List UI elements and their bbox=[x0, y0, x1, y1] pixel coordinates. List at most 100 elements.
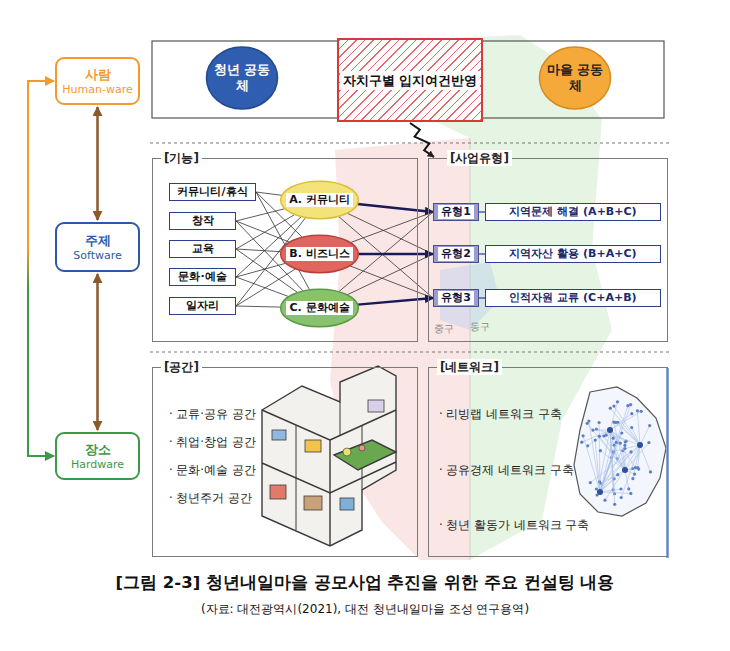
connector bbox=[347, 254, 433, 295]
node-text: [공간] bbox=[161, 359, 202, 375]
network-hub bbox=[607, 427, 613, 433]
network-link bbox=[610, 408, 640, 445]
node-text: 인적자원 교류 (C+A+B) bbox=[506, 291, 639, 305]
network-link bbox=[605, 445, 640, 500]
network-dot bbox=[649, 470, 652, 473]
connector bbox=[28, 81, 54, 456]
network-link bbox=[640, 426, 650, 445]
network-link bbox=[582, 430, 610, 442]
network-hub bbox=[622, 467, 628, 473]
node-subtext: · 문화·예술 공간 bbox=[169, 463, 256, 478]
network-link bbox=[621, 445, 640, 498]
network-link bbox=[600, 475, 618, 492]
network-dot bbox=[616, 400, 619, 403]
function-box: 일자리 bbox=[169, 297, 236, 315]
network-dot bbox=[594, 439, 597, 442]
network-dot bbox=[623, 444, 626, 447]
node-text: 장소 bbox=[85, 441, 111, 458]
type-description: 지역문제 해결 (A+B+C) bbox=[485, 203, 661, 221]
node-subtext: Human-ware bbox=[62, 83, 132, 97]
function-panel: [기능]커뮤니티/휴식창작교육문화·예술일자리A. 커뮤니티B. 비즈니스C. … bbox=[152, 158, 418, 342]
connector bbox=[96, 107, 99, 220]
function-box: 문화·예술 bbox=[169, 268, 236, 286]
network-link bbox=[583, 436, 600, 492]
source-note: (자료: 대전광역시(2021), 대전 청년내일마을 조성 연구용역) bbox=[0, 601, 730, 618]
separator bbox=[150, 143, 670, 144]
network-dot bbox=[582, 434, 585, 437]
connector bbox=[256, 192, 282, 195]
network-link bbox=[610, 430, 635, 468]
network-dot bbox=[634, 466, 637, 469]
connector bbox=[350, 212, 433, 243]
node-text: 지역자산 활용 (B+A+C) bbox=[506, 247, 639, 261]
category-ellipse: B. 비즈니스 bbox=[279, 234, 360, 274]
network-link bbox=[600, 492, 631, 493]
node-subtext: · 청년주거 공간 bbox=[169, 491, 252, 506]
type-description: 지역자산 활용 (B+A+C) bbox=[485, 245, 661, 263]
connector bbox=[358, 298, 433, 305]
category-box: 주제Software bbox=[55, 222, 140, 272]
network-dot bbox=[602, 434, 605, 437]
network-dot bbox=[626, 404, 629, 407]
network-hub bbox=[597, 489, 603, 495]
network-dot bbox=[609, 407, 612, 410]
network-dot bbox=[612, 437, 615, 440]
connector bbox=[236, 221, 289, 242]
network-dot bbox=[624, 440, 627, 443]
network-dot bbox=[619, 487, 622, 490]
network-dot bbox=[587, 420, 590, 423]
node-subtext: · 리빙랩 네트워크 구축 bbox=[439, 407, 562, 422]
network-dot bbox=[630, 426, 633, 429]
node-text: 유형1 bbox=[438, 205, 474, 219]
connector bbox=[350, 266, 433, 298]
network-dot bbox=[598, 435, 601, 438]
network-dot bbox=[636, 409, 639, 412]
node-text: C. 문화예술 bbox=[286, 301, 352, 315]
network-dot bbox=[603, 499, 606, 502]
space-panel: [공간]· 교류·공유 공간· 취업·창업 공간· 문화·예술 공간· 청년주거… bbox=[152, 367, 418, 557]
node-text: A. 커뮤니티 bbox=[286, 193, 353, 207]
network-panel: [네트워크]· 리빙랩 네트워크 구축· 공유경제 네트워크 구축· 청년 활동… bbox=[428, 367, 668, 557]
node-text: 유형2 bbox=[438, 247, 474, 261]
node-text: 커뮤니티/휴식 bbox=[174, 185, 250, 199]
network-dot bbox=[595, 487, 598, 490]
network-dot bbox=[614, 421, 617, 424]
network-dot bbox=[629, 450, 632, 453]
network-link bbox=[640, 445, 651, 472]
type-box: 유형1 bbox=[433, 203, 479, 221]
network-dot bbox=[631, 477, 634, 480]
node-text: 교육 bbox=[189, 242, 217, 256]
node-text: 창작 bbox=[189, 214, 217, 228]
type-description: 인적자원 교류 (C+A+B) bbox=[485, 289, 661, 307]
network-hub bbox=[637, 442, 643, 448]
node-subtext: · 청년 활동가 네트워크 구축 bbox=[439, 518, 589, 533]
district-label: 동구 bbox=[470, 320, 490, 334]
network-dot bbox=[599, 449, 602, 452]
connector bbox=[236, 209, 285, 221]
node-text: 사람 bbox=[85, 66, 111, 83]
node-text: 문화·예술 bbox=[175, 270, 229, 284]
community-circle: 청년 공동체 bbox=[205, 45, 279, 111]
node-text: 일자리 bbox=[183, 299, 222, 313]
network-link bbox=[637, 411, 640, 445]
node-subtext: Hardware bbox=[71, 458, 124, 472]
network-dot bbox=[640, 410, 643, 413]
connector bbox=[358, 204, 434, 212]
category-ellipse: A. 커뮤니티 bbox=[279, 180, 360, 220]
node-text: [기능] bbox=[161, 150, 202, 166]
figure-caption: [그림 2-3] 청년내일마을 공모사업 추진을 위한 주요 컨설팅 내용 bbox=[0, 572, 730, 594]
type-box: 유형3 bbox=[433, 289, 479, 307]
network-illustration bbox=[574, 387, 666, 516]
node-text: 자치구별 입지여건반영 bbox=[340, 71, 481, 90]
node-text: B. 비즈니스 bbox=[286, 247, 352, 261]
map-border bbox=[470, 138, 471, 560]
network-link bbox=[610, 430, 615, 504]
network-dot bbox=[623, 447, 626, 450]
function-box: 창작 bbox=[169, 212, 236, 230]
network-link bbox=[600, 406, 628, 492]
node-subtext: · 공유경제 네트워크 구축 bbox=[439, 463, 574, 478]
network-dot bbox=[620, 431, 623, 434]
network-dot bbox=[647, 441, 650, 444]
community-circle: 마을 공동체 bbox=[538, 45, 612, 111]
node-text: 마을 공동체 bbox=[538, 62, 612, 94]
